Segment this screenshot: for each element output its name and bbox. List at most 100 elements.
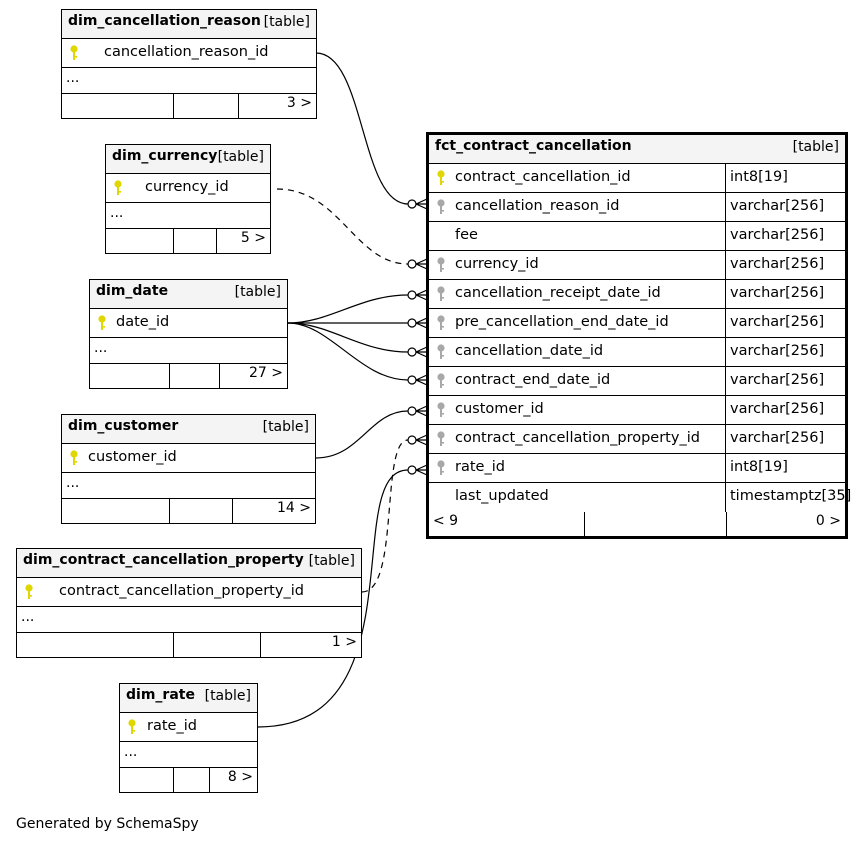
column-row[interactable]: contract_cancellation_id int8[19] (429, 164, 845, 193)
column-name: cancellation_reason_id (455, 198, 620, 214)
more-columns-row[interactable]: ... (106, 203, 270, 229)
column-name: date_id (116, 314, 170, 330)
column-divider (725, 251, 726, 279)
optional-marker (407, 318, 417, 328)
child-count[interactable]: 8 > (227, 769, 253, 785)
parent-count[interactable]: < 9 (433, 513, 459, 529)
table-name: dim_currency (112, 148, 218, 164)
foreign-key-icon (437, 460, 445, 475)
column-row[interactable]: cancellation_reason_id (62, 39, 316, 68)
more-columns-row[interactable]: ... (17, 607, 361, 633)
table-name: dim_rate (126, 687, 195, 703)
column-name: rate_id (147, 718, 197, 734)
table-header: dim_customer [table] (62, 415, 315, 444)
optional-marker (407, 290, 417, 300)
footer-divider (238, 94, 239, 118)
column-divider (725, 309, 726, 337)
optional-marker (407, 435, 417, 445)
table-dim-customer[interactable]: dim_customer [table] customer_id ... 14 … (61, 414, 316, 524)
column-row[interactable]: customer_id (62, 444, 315, 473)
table-header: dim_rate [table] (120, 684, 257, 713)
column-divider (725, 193, 726, 221)
ellipsis: ... (124, 744, 138, 760)
more-columns-row[interactable]: ... (62, 68, 316, 94)
child-count[interactable]: 27 > (249, 365, 283, 381)
table-footer: 27 > (90, 364, 287, 388)
column-type: varchar[256] (730, 401, 825, 417)
column-name: cancellation_reason_id (104, 44, 269, 60)
child-count[interactable]: 14 > (277, 500, 311, 516)
table-type: [table] (234, 284, 281, 300)
column-type: int8[19] (730, 459, 788, 475)
column-name: contract_cancellation_property_id (455, 430, 700, 446)
child-count[interactable]: 1 > (331, 634, 357, 650)
footer-divider (216, 229, 217, 253)
more-columns-row[interactable]: ... (90, 338, 287, 364)
footer-divider (232, 499, 233, 523)
column-type: varchar[256] (730, 256, 825, 272)
more-columns-row[interactable]: ... (120, 742, 257, 768)
column-row[interactable]: currency_id varchar[256] (429, 251, 845, 280)
table-name: dim_customer (68, 418, 179, 434)
more-columns-row[interactable]: ... (62, 473, 315, 499)
table-footer: 1 > (17, 633, 361, 657)
table-type: [table] (262, 419, 309, 435)
table-type: [table] (217, 149, 264, 165)
ellipsis: ... (21, 609, 35, 625)
optional-marker (407, 406, 417, 416)
column-row[interactable]: contract_cancellation_property_id (17, 578, 361, 607)
primary-key-icon (437, 170, 445, 185)
table-type: [table] (263, 14, 310, 30)
table-dim-currency[interactable]: dim_currency [table] currency_id ... 5 > (105, 144, 271, 254)
foreign-key-icon (437, 431, 445, 446)
table-dim-rate[interactable]: dim_rate [table] rate_id ... 8 > (119, 683, 258, 793)
table-fct-contract-cancellation[interactable]: fct_contract_cancellation [table] contra… (426, 132, 851, 539)
relationship-line (287, 322, 409, 381)
table-type: [table] (204, 688, 251, 704)
column-name: customer_id (88, 449, 177, 465)
footer-divider (173, 94, 174, 118)
optional-marker (407, 375, 417, 385)
foreign-key-icon (437, 286, 445, 301)
child-count[interactable]: 0 > (815, 513, 841, 529)
column-name: currency_id (145, 179, 229, 195)
column-name: contract_end_date_id (455, 372, 611, 388)
table-dim-cancellation-reason[interactable]: dim_cancellation_reason [table] cancella… (61, 9, 317, 119)
footer-divider (726, 512, 727, 536)
table-header: dim_date [table] (90, 280, 287, 309)
column-divider (725, 454, 726, 482)
relationship-line (287, 294, 409, 324)
relationship-line (287, 322, 409, 353)
child-count[interactable]: 3 > (286, 95, 312, 111)
table-dim-date[interactable]: dim_date [table] date_id ... 27 > (89, 279, 288, 389)
column-type: int8[19] (730, 169, 788, 185)
column-divider (725, 367, 726, 395)
child-count[interactable]: 5 > (240, 230, 266, 246)
column-name: contract_cancellation_id (455, 169, 631, 185)
column-name: contract_cancellation_property_id (59, 583, 304, 599)
table-type: [table] (792, 139, 839, 155)
relationship-line (315, 410, 409, 459)
table-dim-contract-cancellation-property[interactable]: dim_contract_cancellation_property [tabl… (16, 548, 362, 658)
column-row[interactable]: cancellation_reason_id varchar[256] (429, 193, 845, 222)
table-name: dim_date (96, 283, 169, 299)
optional-marker (407, 347, 417, 357)
column-name: currency_id (455, 256, 539, 272)
column-type: varchar[256] (730, 198, 825, 214)
column-row[interactable]: date_id (90, 309, 287, 338)
table-footer: 14 > (62, 499, 315, 523)
column-row[interactable]: currency_id (106, 174, 270, 203)
primary-key-icon (70, 450, 78, 465)
column-row[interactable]: rate_id (120, 713, 257, 742)
footer-divider (173, 768, 174, 792)
table-footer: 5 > (106, 229, 270, 253)
